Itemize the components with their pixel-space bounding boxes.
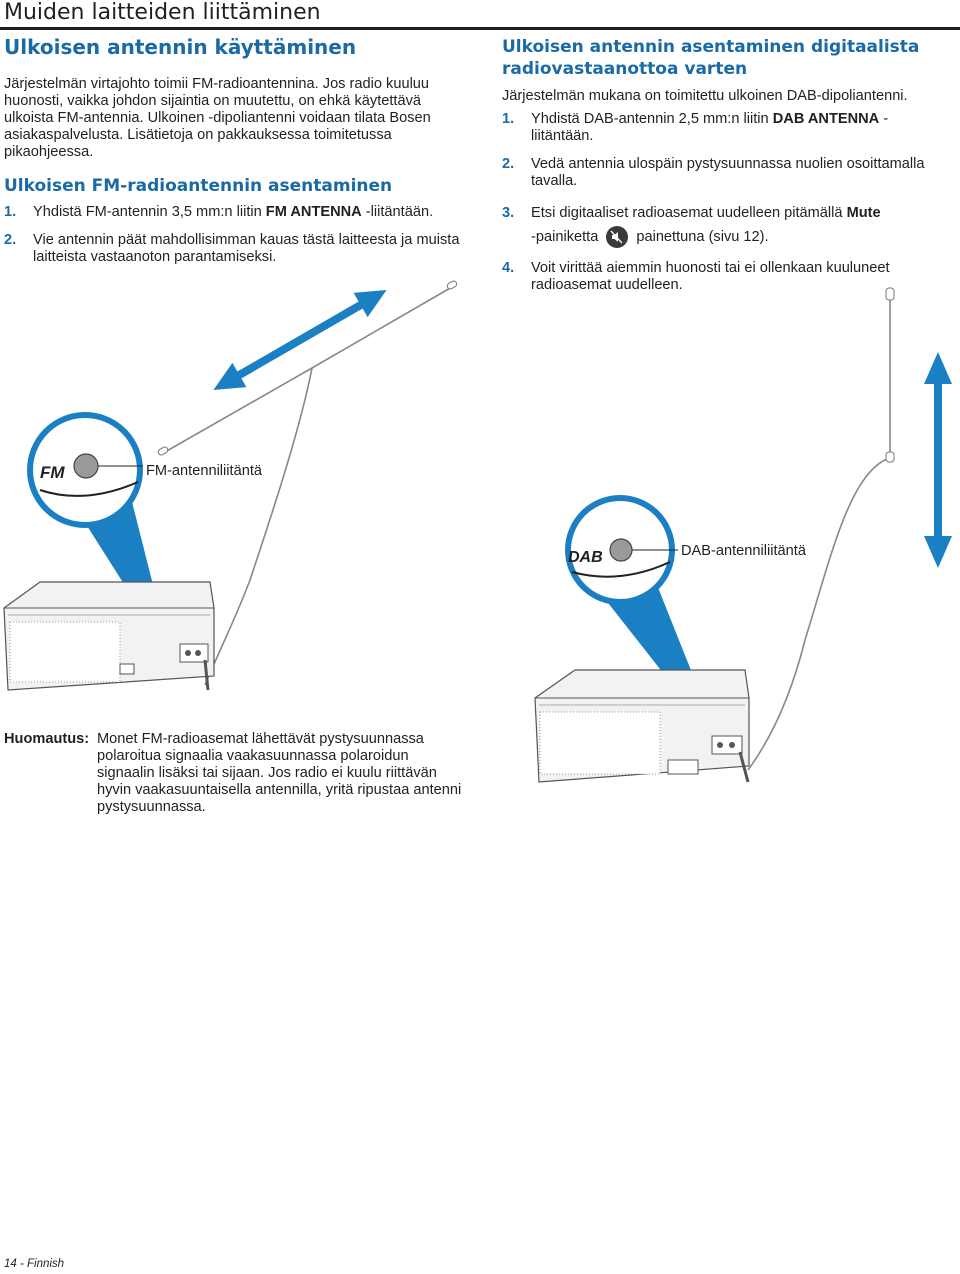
page-title: Muiden laitteiden liittäminen [4, 0, 321, 25]
page-footer: 14 - Finnish [4, 1258, 65, 1270]
dab-antenna-term: DAB ANTENNA [772, 111, 880, 127]
fm-steps: 1. Yhdistä FM-antennin 3,5 mm:n liitin F… [4, 204, 474, 277]
dab-console-unit [534, 669, 750, 783]
fm-antenna-wire [164, 286, 453, 453]
fm-badge: FM [40, 463, 65, 482]
fm-antenna-illustration: FM FM-antenniliitäntä [3, 280, 458, 691]
fm-callout-label: FM-antenniliitäntä [146, 463, 263, 479]
antenna-tip [157, 446, 169, 456]
mute-speaker-icon [606, 226, 629, 249]
dab-steps: 1. Yhdistä DAB-antennin 2,5 mm:n liitin … [502, 111, 947, 305]
dab-jack-icon [609, 538, 633, 562]
step-number: 4. [502, 260, 515, 276]
dab-section-title: Ulkoisen antennin asentaminen digitaalis… [502, 37, 920, 79]
extend-arrow-icon [213, 290, 387, 390]
fm-antenna-term: FM ANTENNA [265, 204, 362, 220]
step-number: 1. [4, 204, 17, 220]
dab-step-1: 1. Yhdistä DAB-antennin 2,5 mm:n liitin … [502, 111, 889, 144]
dab-antenna-illustration: DAB DAB-antenniliitäntä [534, 287, 952, 783]
mute-term: Mute [846, 205, 881, 221]
fm-antenna-lead [204, 367, 313, 686]
extend-arrow-icon [924, 352, 952, 568]
fm-intro: Järjestelmän virtajohto toimii FM-radioa… [4, 76, 431, 160]
dab-step-4: 4. Voit virittää aiemmin huonosti tai ei… [502, 260, 890, 293]
dab-step-2: 2. Vedä antennia ulospäin pystysuunnassa… [502, 156, 925, 189]
dab-step-3: 3. Etsi digitaaliset radioasemat uudelle… [502, 201, 947, 249]
dab-badge: DAB [568, 549, 603, 566]
fm-console-unit [3, 581, 215, 691]
fm-install-title: Ulkoisen FM-radioantennin asentaminen [4, 176, 393, 196]
fm-step-1: 1. Yhdistä FM-antennin 3,5 mm:n liitin F… [4, 204, 434, 220]
step-number: 1. [502, 111, 515, 127]
fm-step-2: 2. Vie antennin päät mahdollisimman kaua… [4, 232, 460, 265]
step-number: 2. [502, 156, 515, 172]
note-label: Huomautus: [4, 731, 90, 747]
dab-antenna-lead [747, 457, 891, 771]
step-number: 2. [4, 232, 17, 248]
antenna-tip [446, 280, 458, 290]
antenna-tip [885, 287, 895, 301]
fm-jack-icon [73, 453, 99, 479]
dab-callout-label: DAB-antenniliitäntä [681, 543, 807, 559]
dab-intro: Järjestelmän mukana on toimitettu ulkoin… [502, 88, 908, 104]
note-text: Monet FM-radioasemat lähettävät pystysuu… [97, 731, 462, 815]
fm-section-title: Ulkoisen antennin käyttäminen [4, 35, 357, 59]
title-rule [0, 27, 960, 30]
step-number: 3. [502, 205, 515, 221]
